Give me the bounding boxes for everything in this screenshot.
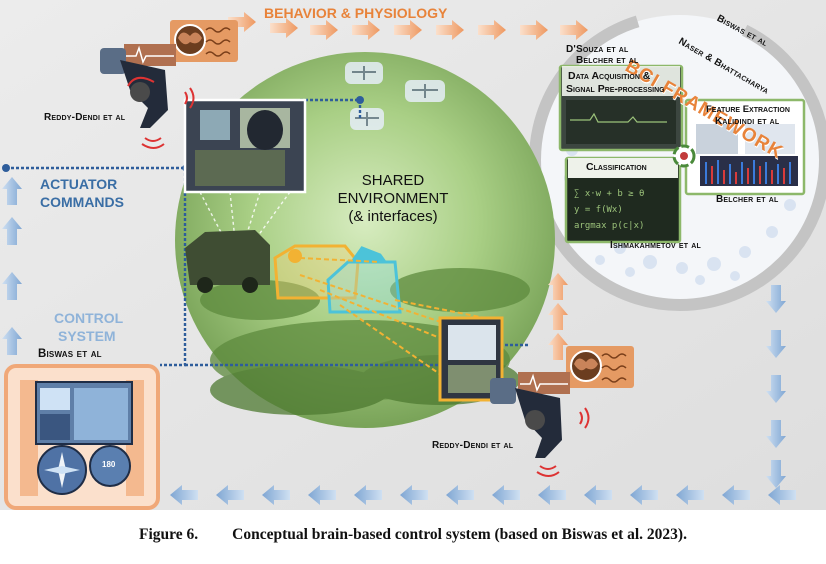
cockpit-image bbox=[183, 98, 307, 194]
svg-text:argmax p(c|x): argmax p(c|x) bbox=[574, 221, 644, 231]
shared-environment-title-1: SHARED bbox=[361, 172, 425, 189]
data-acquisition-title-1: Data Acquisition & bbox=[568, 70, 651, 82]
autonomous-vehicle-yellow bbox=[273, 244, 360, 300]
operator-figure-top bbox=[100, 48, 195, 149]
figure-number: Figure 6. bbox=[139, 526, 199, 543]
classification-title: Classification bbox=[586, 161, 647, 173]
author-kalidindi: Kalidindi et al bbox=[715, 116, 780, 127]
figure-caption-text: Conceptual brain-based control system (b… bbox=[232, 526, 687, 543]
author-reddy-dendi-bottom: Reddy-Dendi et al bbox=[432, 440, 514, 451]
shared-environment-title-3: (& interfaces) bbox=[348, 208, 438, 225]
control-system-title-1: CONTROL bbox=[54, 310, 124, 326]
diagram-canvas: ∑ x·w + b ≥ θ y = f(Wx) argmax p(c|x) BE… bbox=[0, 0, 826, 510]
author-belcher-top: Belcher et al bbox=[576, 55, 639, 66]
control-system-panel bbox=[4, 364, 160, 510]
connector-dot bbox=[2, 164, 10, 172]
feature-extraction-title: Feature Extraction bbox=[706, 104, 790, 115]
cockpit-projection-lines bbox=[199, 191, 291, 241]
operator-figure-bottom bbox=[490, 378, 590, 477]
brain-signal-panel-bottom bbox=[566, 346, 634, 388]
author-dsouza: D'Souza et al bbox=[566, 44, 629, 55]
svg-text:y = f(Wx): y = f(Wx) bbox=[574, 205, 623, 215]
data-acquisition-title-2: Signal Pre-processing bbox=[566, 83, 665, 95]
behavior-physiology-label: BEHAVIOR & PHYSIOLOGY bbox=[264, 5, 448, 21]
brain-signal-panel-top bbox=[170, 20, 238, 62]
control-system-title-2: SYSTEM bbox=[58, 328, 116, 344]
shared-environment-title-2: ENVIRONMENT bbox=[337, 190, 449, 207]
author-belcher-bottom: Belcher et al bbox=[716, 194, 779, 205]
author-ishmakahmetov: Ishmakahmetov et al bbox=[610, 240, 701, 251]
vegetation bbox=[200, 268, 530, 415]
author-biswas-left: Biswas et al bbox=[38, 348, 102, 360]
classification-box: ∑ x·w + b ≥ θ y = f(Wx) argmax p(c|x) bbox=[564, 156, 682, 244]
author-reddy-dendi-top: Reddy-Dendi et al bbox=[44, 112, 126, 123]
figure-caption: Figure 6. Conceptual brain-based control … bbox=[0, 526, 826, 544]
diagram-graphics: ∑ x·w + b ≥ θ y = f(Wx) argmax p(c|x) bbox=[0, 0, 826, 510]
behavior-arrows-vertical bbox=[548, 273, 568, 360]
svg-text:∑ x·w + b ≥ θ: ∑ x·w + b ≥ θ bbox=[574, 189, 644, 199]
actuator-commands-title-1: ACTUATOR bbox=[40, 176, 118, 192]
feature-extraction-box bbox=[684, 98, 806, 196]
data-acquisition-box bbox=[558, 64, 684, 152]
ecg-panel-bottom bbox=[518, 372, 570, 394]
armored-vehicle bbox=[185, 230, 270, 293]
drone-icons bbox=[345, 62, 445, 130]
framework-center-icon bbox=[672, 144, 696, 168]
speed-readout: 180 bbox=[102, 460, 116, 469]
connector-dot bbox=[356, 96, 364, 104]
actuator-commands-title-2: COMMANDS bbox=[40, 194, 124, 210]
ecg-panel-top bbox=[124, 44, 176, 66]
